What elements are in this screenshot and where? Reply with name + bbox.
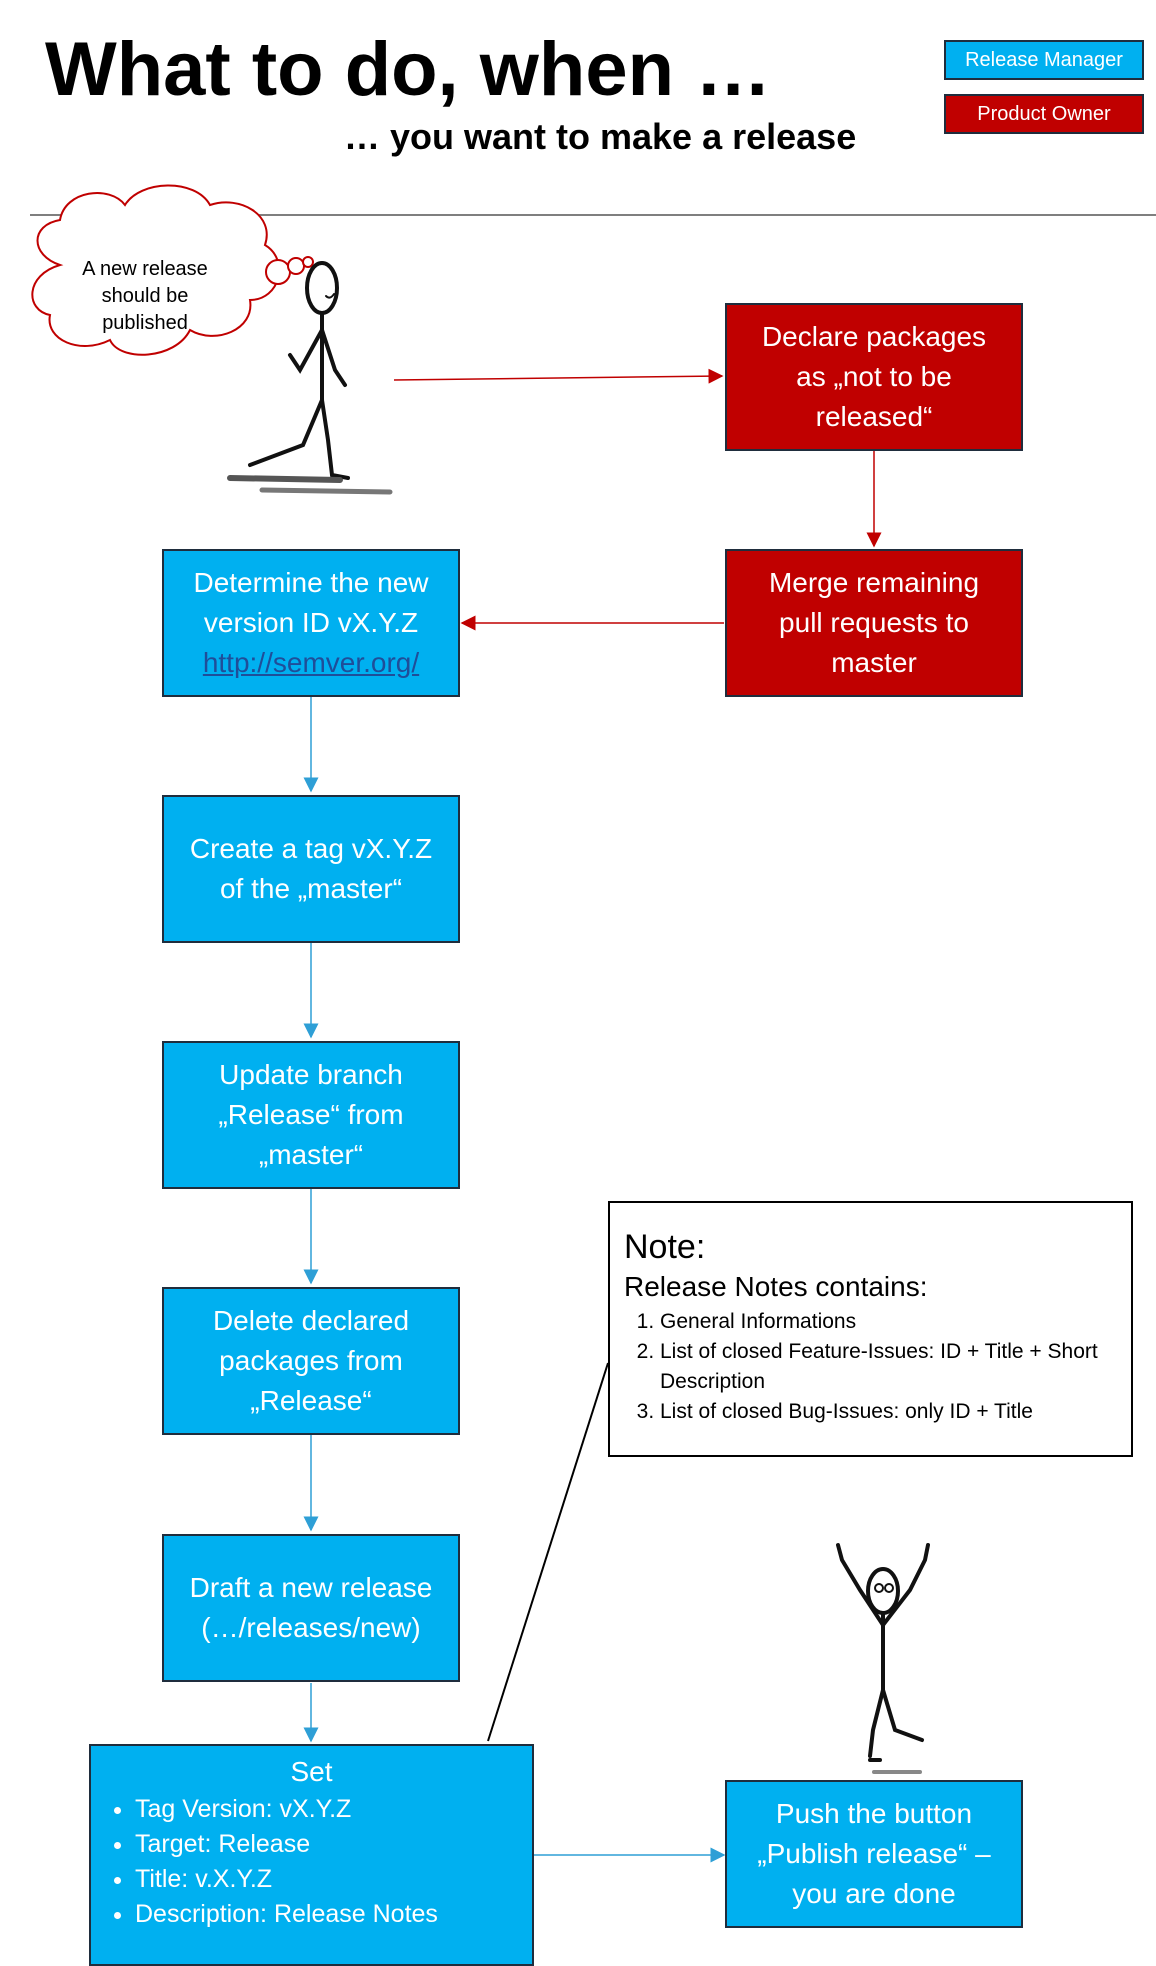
legend-product-owner: Product Owner xyxy=(944,94,1144,134)
set-item: Title: v.X.Y.Z xyxy=(135,1862,532,1897)
page-subtitle: … you want to make a release xyxy=(344,116,857,157)
release-notes-note: Note: Release Notes contains: General In… xyxy=(608,1201,1133,1457)
semver-link[interactable]: http://semver.org/ xyxy=(202,647,420,678)
step-publish-release: Push the button „Publish release“ – you … xyxy=(725,1780,1023,1928)
note-subheading: Release Notes contains: xyxy=(624,1271,928,1302)
walking-person-icon xyxy=(227,261,393,495)
note-heading: Note: xyxy=(624,1228,706,1266)
thought-bubble-text: A new release should be published xyxy=(82,258,208,334)
step-determine-version: Determine the new version ID vX.Y.Z http… xyxy=(162,549,460,697)
step-update-branch: Update branch „Release“ from „master“ xyxy=(162,1041,460,1189)
set-item: Target: Release xyxy=(135,1827,532,1862)
set-heading: Set xyxy=(290,1756,333,1787)
set-item: Description: Release Notes xyxy=(135,1897,532,1932)
thought-cloud-icon xyxy=(31,184,314,356)
page-title: What to do, when … xyxy=(45,27,772,112)
step-merge-pull-requests: Merge remaining pull requests to master xyxy=(725,549,1023,697)
step-declare-packages: Declare packages as „not to be released“ xyxy=(725,303,1023,451)
step-create-tag: Create a tag vX.Y.Z of the „master“ xyxy=(162,795,460,943)
note-item: General Informations xyxy=(660,1307,1117,1337)
set-list: Tag Version: vX.Y.Z Target: Release Titl… xyxy=(91,1792,532,1932)
note-callout-line xyxy=(487,1362,609,1742)
step-delete-packages: Delete declared packages from „Release“ xyxy=(162,1287,460,1435)
step-draft-release: Draft a new release (…/releases/new) xyxy=(162,1534,460,1682)
note-list: General Informations List of closed Feat… xyxy=(624,1307,1117,1427)
arrow-start-to-declare xyxy=(393,368,724,384)
set-item: Tag Version: vX.Y.Z xyxy=(135,1792,532,1827)
note-item: List of closed Bug-Issues: only ID + Tit… xyxy=(660,1397,1117,1427)
cheering-person-icon xyxy=(836,1543,930,1774)
header-divider xyxy=(30,214,1156,216)
note-item: List of closed Feature-Issues: ID + Titl… xyxy=(660,1337,1117,1397)
step-set-release-fields: Set Tag Version: vX.Y.Z Target: Release … xyxy=(89,1744,534,1966)
legend-release-manager: Release Manager xyxy=(944,40,1144,80)
